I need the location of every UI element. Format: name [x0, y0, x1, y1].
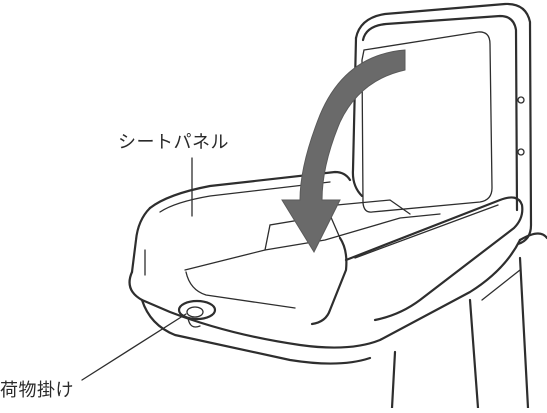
hinge-hole-icon: [517, 96, 525, 104]
luggage-hook-label: 荷物掛け: [0, 380, 74, 401]
hinge-hole-icon: [517, 148, 525, 156]
seat-lid: [351, 2, 533, 246]
scooter-base: [128, 232, 547, 410]
closing-arrow-icon: [281, 49, 406, 254]
luggage-hook: [177, 299, 217, 328]
bin-front-wall: [310, 196, 524, 326]
luggage-hook-leader-line: [81, 313, 187, 381]
seat-panel-label: シートパネル: [118, 132, 229, 153]
seat-panel: [130, 170, 441, 309]
